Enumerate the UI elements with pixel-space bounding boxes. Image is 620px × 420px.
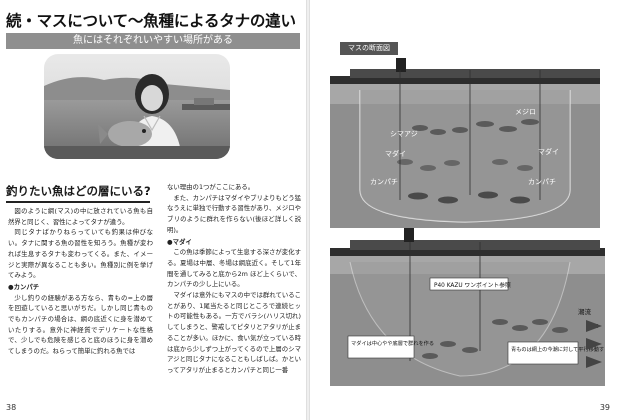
current-arrow-3 [586,356,602,368]
body-paragraph: また、カンパチはマダイやブリよりもどう猛なうえに単独で行動する習性があり、メジロ… [167,193,301,234]
net-cross-section-diagram: シマアジ メジロ マダイ マダイ カンパチ カンパチ [330,50,600,232]
angler-photo [44,54,230,159]
raft-deck [350,69,600,78]
left-page: 続・マスについて〜魚種によるタナの違い 魚にはそれぞれいやすい場所がある [0,0,306,420]
label-mejiro: メジロ [515,108,536,116]
body-column-right: ない理由の1つがここにある。また、カンパチはマダイやブリよりもどう猛なうえに単独… [167,182,301,376]
raft-float [330,76,600,84]
page-subtitle: 魚にはそれぞれいやすい場所がある [6,33,300,49]
section-heading: 釣りたい魚はどの層にいる? [6,183,151,203]
label-madai-left: マダイ [385,149,406,158]
body-paragraph: 図のように網(マス)の中に放されている魚も自然界と同じく、習性によってタナが違う… [8,207,153,226]
fish-school-upper [412,119,539,135]
species-subheading: ●カンパチ [8,282,40,291]
angler-figure [404,228,414,242]
label-shimaaji: シマアジ [390,130,418,138]
label-madai-right: マダイ [538,147,559,156]
body-column-left: 図のように網(マス)の中に放されている魚も自然界と同じく、習性によってタナが違う… [8,206,153,357]
callout-madai: マダイは中心やや底層で群れを作る [351,339,434,347]
page-title: 続・マスについて〜魚種によるタナの違い [6,12,296,30]
callout-box [429,277,509,291]
body-paragraph: ない理由の1つがここにある。 [167,183,255,191]
body-paragraph: マダイは意外にもマスの中では群れていることがあり、1尾当たると同じところで連続ヒ… [167,291,302,374]
callout-bait: P40 KAZU ワンポイント参照 [434,281,511,289]
figure-tag: マスの断面図 [340,42,398,55]
current-arrow-2 [586,338,602,350]
fish-school-middle [397,159,533,171]
callout-school: 青ものは網上の今潮に対して平行移動する [511,345,605,353]
angler-figure [396,58,406,72]
right-page: マスの断面図 [310,0,620,420]
page-number: 39 [599,403,610,412]
label-kanpachi-right: カンパチ [528,178,556,186]
book-gutter [306,0,310,420]
label-kanpachi-left: カンパチ [370,178,398,186]
body-paragraph: 少し釣りの経験がある方なら、青もの=上の層を回遊していると思いがちだ。しかし同じ… [8,293,153,356]
current-label: 潮流 [578,307,592,316]
body-paragraph: 同じタナばかりねらっていても釣果は伸びない。タナに関する魚の習性を知ろう。魚種が… [8,228,153,280]
fish-school-bottom [408,191,530,204]
net-current-diagram: P40 KAZU ワンポイント参照 マダイは中心やや底層で群れを作る 青ものは網… [330,226,609,390]
species-subheading: ●マダイ [167,237,192,246]
page-number: 38 [6,403,17,412]
body-paragraph: この魚は季節によって生息する深さが変化する。夏場は中層、冬場は網底近く。そして1… [167,248,301,289]
